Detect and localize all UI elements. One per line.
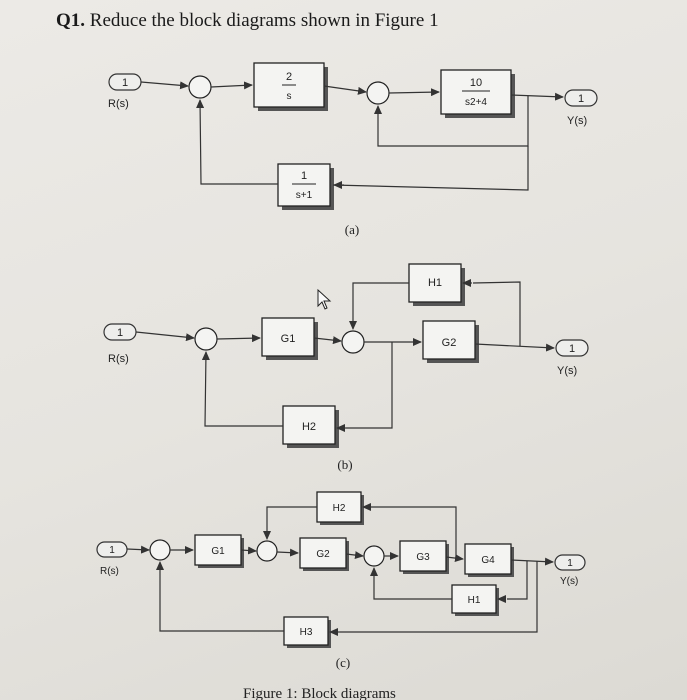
- input-port-c-number: 1: [109, 545, 115, 556]
- summing-junction-a1[interactable]: [188, 75, 212, 99]
- diagram-b: 1 R(s) G1 G2 H1 H2 1 Y(s) (b: [103, 263, 589, 472]
- summing-junction-c3[interactable]: [363, 545, 385, 567]
- output-port-b-number: 1: [569, 343, 575, 355]
- feedback-num: 1: [301, 170, 307, 182]
- output-label-a: Y(s): [567, 115, 587, 127]
- block-h3-c[interactable]: [283, 616, 329, 646]
- diagram-c: 1 R(s) G1 G2 H2 G3 G4 H1 H3 1 Y(s): [96, 491, 586, 670]
- block-g2-c-label: G2: [316, 549, 330, 560]
- block-g1-b-label: G1: [281, 333, 296, 345]
- block-h1-b-label: H1: [428, 277, 442, 289]
- input-label-c: R(s): [100, 566, 119, 577]
- input-port-b-number: 1: [117, 327, 123, 339]
- figure-caption: Figure 1: Block diagrams: [243, 686, 396, 700]
- summing-junction-c1[interactable]: [149, 539, 171, 561]
- block-g4-c[interactable]: [464, 543, 512, 575]
- block-h1-c-label: H1: [468, 595, 481, 606]
- feedback-den: s+1: [296, 190, 313, 201]
- output-port-b[interactable]: [555, 339, 589, 357]
- output-port-a[interactable]: [564, 89, 598, 107]
- block-g1-c[interactable]: [194, 534, 242, 566]
- input-label-a: R(s): [108, 98, 129, 110]
- block-2-over-s-den: s: [287, 91, 292, 102]
- block-h2-b-label: H2: [302, 421, 316, 433]
- block-h2-c-label: H2: [333, 503, 346, 514]
- block-g2-c[interactable]: [299, 537, 347, 569]
- block-g4-c-label: G4: [481, 555, 495, 566]
- block-g1-c-label: G1: [211, 546, 225, 557]
- input-label-b: R(s): [108, 353, 129, 365]
- output-port-c-number: 1: [567, 558, 573, 569]
- caption-a: (a): [345, 222, 359, 237]
- summing-junction-b1[interactable]: [194, 327, 218, 351]
- output-label-c: Y(s): [560, 576, 578, 587]
- block-h1-b[interactable]: [408, 263, 462, 303]
- output-port-c[interactable]: [554, 554, 586, 571]
- summing-junction-b2[interactable]: [341, 330, 365, 354]
- block-g3-c[interactable]: [399, 540, 447, 572]
- mouse-cursor-icon: [317, 288, 332, 310]
- block-h2-c[interactable]: [316, 491, 362, 523]
- feedback-block-1-over-s-plus-1[interactable]: [277, 163, 331, 207]
- output-port-a-number: 1: [578, 93, 584, 105]
- block-h3-c-label: H3: [300, 627, 313, 638]
- summing-junction-c2[interactable]: [256, 540, 278, 562]
- caption-c: (c): [336, 655, 350, 670]
- block-g1-b[interactable]: [261, 317, 315, 357]
- block-10-den: s2+4: [465, 97, 487, 108]
- question-text: Reduce the block diagrams shown in Figur…: [89, 10, 439, 31]
- input-port-a-number: 1: [122, 77, 128, 89]
- diagram-a: 1 R(s) 2 s 10 s2+4 1 Y(s) 1 s+1: [108, 62, 598, 237]
- block-10-num: 10: [470, 77, 482, 89]
- question-title: Q1. Reduce the block diagrams shown in F…: [56, 10, 439, 32]
- block-h2-b[interactable]: [282, 405, 336, 445]
- block-10-over-s2-plus-4[interactable]: [440, 69, 512, 115]
- block-g3-c-label: G3: [416, 552, 430, 563]
- block-g2-b-label: G2: [442, 337, 457, 349]
- block-g2-b[interactable]: [422, 320, 476, 360]
- question-number: Q1.: [56, 10, 86, 31]
- block-2-over-s-num: 2: [286, 71, 292, 83]
- output-label-b: Y(s): [557, 365, 577, 377]
- caption-b: (b): [337, 457, 352, 472]
- summing-junction-a2[interactable]: [366, 81, 390, 105]
